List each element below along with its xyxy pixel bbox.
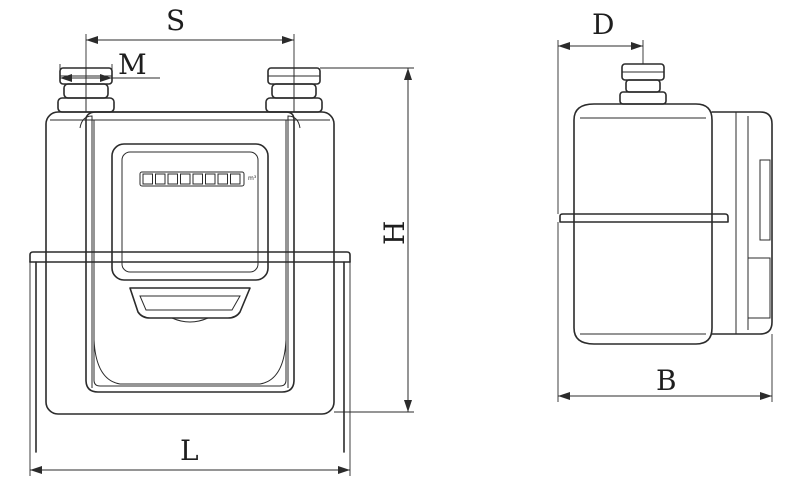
counter-digit: [167, 173, 178, 185]
label-l: L: [180, 434, 199, 467]
side-body: [573, 103, 713, 345]
counter-digit: [142, 173, 153, 185]
counter-digit: [180, 173, 191, 185]
label-m: M: [118, 48, 147, 81]
side-bracket: [559, 213, 729, 223]
counter-display: m³: [139, 171, 257, 187]
label-h: H: [378, 221, 411, 245]
front-view: m³: [29, 67, 351, 453]
label-s: S: [166, 4, 185, 37]
label-b: B: [656, 364, 677, 397]
counter-digit: [217, 173, 228, 185]
register-window: [111, 143, 269, 281]
mounting-bracket-top: [29, 251, 351, 263]
counter-digit: [155, 173, 166, 185]
counter-digit: [192, 173, 203, 185]
counter-digit: [205, 173, 216, 185]
front-cover: [85, 111, 295, 393]
label-d: D: [592, 8, 614, 41]
meter-body: [45, 111, 335, 415]
left-connector: [57, 67, 115, 113]
dimension-lines: S M H L D B: [29, 4, 773, 476]
label-pocket: [129, 287, 251, 319]
side-view: [559, 63, 773, 345]
counter-unit: m³: [248, 175, 257, 182]
right-connector: [265, 67, 323, 113]
side-connector: [619, 63, 667, 105]
side-cover: [711, 111, 773, 335]
counter-digit: [230, 173, 241, 185]
